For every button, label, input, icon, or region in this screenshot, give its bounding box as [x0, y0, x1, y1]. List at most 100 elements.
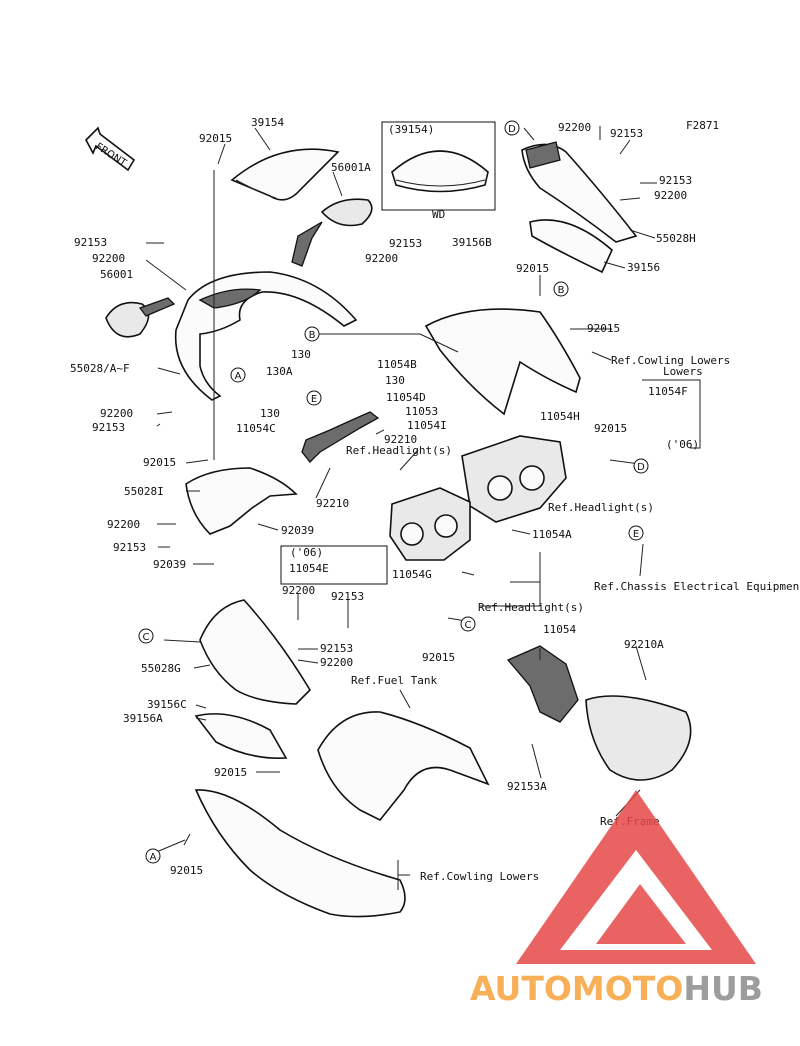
part-label: 55028/A~F	[70, 362, 130, 375]
callout-letters: A B B C C D D E E A A	[143, 124, 646, 863]
windshield-inset: (39154) WD	[381, 121, 496, 221]
lower-side-cowl-part	[194, 789, 406, 918]
part-label: 92200	[654, 189, 687, 202]
callout-circle	[553, 281, 569, 297]
ref-label-cont: Lowers	[663, 365, 703, 378]
mirror-right-part	[291, 198, 373, 267]
callout-circle	[628, 525, 644, 541]
inner-cover-part	[424, 308, 581, 416]
part-label: 92039	[153, 558, 186, 571]
year-06-box	[280, 545, 388, 585]
part-label: 92015	[587, 322, 620, 335]
ref-label: Ref.Headlight(s)	[478, 601, 584, 614]
part-label: 56001	[100, 268, 133, 281]
part-label: ('06)	[290, 546, 323, 559]
part-label: 11054G	[392, 568, 432, 581]
part-label: 92153	[320, 642, 353, 655]
callout-letter: C	[143, 632, 150, 643]
part-label: 39154	[251, 116, 284, 129]
part-label: 92153	[113, 541, 146, 554]
part-label: 92015	[143, 456, 176, 469]
part-label: 11054	[543, 623, 576, 636]
figure-code: F2871	[686, 119, 719, 132]
part-label: 11054F	[648, 385, 688, 398]
part-label: 92153	[610, 127, 643, 140]
part-label: 39156B	[452, 236, 492, 249]
lower-inner-cover-part	[194, 713, 288, 759]
callout-circle	[145, 848, 161, 864]
part-label: 11054C	[236, 422, 276, 435]
ref-label: Ref.Cowling Lowers	[420, 870, 539, 883]
ref-label: Ref.Headlight(s)	[346, 444, 452, 457]
part-label: 92153	[389, 237, 422, 250]
part-label: 92015	[422, 651, 455, 664]
callout-letter: B	[309, 330, 316, 341]
part-label: 11054B	[377, 358, 417, 371]
part-label: 11054H	[540, 410, 580, 423]
callout-letter: D	[508, 124, 516, 135]
ref-label: Ref.Chassis Electrical Equipment	[594, 580, 800, 593]
part-label: 11054D	[386, 391, 426, 404]
part-label: 92200	[365, 252, 398, 265]
part-label: 92153	[331, 590, 364, 603]
part-label: 55028I	[124, 485, 164, 498]
part-label: 92153A	[507, 780, 547, 793]
part-label: ('06)	[666, 438, 699, 451]
part-label: 92210A	[624, 638, 664, 651]
part-label: 92039	[281, 524, 314, 537]
part-label: 130	[291, 348, 311, 361]
callout-letter: E	[311, 394, 317, 405]
callout-circle	[460, 616, 476, 632]
callout-letter: A	[235, 371, 242, 382]
part-label: 55028G	[141, 662, 181, 675]
callout-circle	[304, 326, 320, 342]
part-label: 11053	[405, 405, 438, 418]
variant-11054F-box	[642, 379, 701, 449]
part-label: 92200	[107, 518, 140, 531]
part-label: 92200	[282, 584, 315, 597]
callout-circle	[138, 628, 154, 644]
part-number-labels: F2871 92015 39154 56001A 92153 92200 560…	[70, 116, 719, 877]
part-label: 11054I	[407, 419, 447, 432]
part-label: 92015	[516, 262, 549, 275]
part-label: 92153	[659, 174, 692, 187]
headlight-left-part	[389, 487, 471, 561]
part-label: 130A	[266, 365, 293, 378]
stay-bracket-part	[301, 411, 380, 463]
windshield-part	[230, 148, 340, 201]
callout-letter: B	[558, 285, 565, 296]
part-label: 55028H	[656, 232, 696, 245]
callout-circle	[306, 390, 322, 406]
upper-cowl-part	[174, 271, 358, 401]
callout-letter: C	[465, 620, 472, 631]
part-label: 11054A	[532, 528, 572, 541]
callout-circles	[138, 120, 649, 864]
ref-label: Ref.Fuel Tank	[351, 674, 437, 687]
part-label: 130	[260, 407, 280, 420]
part-label: 92153	[74, 236, 107, 249]
callout-letter: A	[150, 852, 157, 863]
callout-circle	[504, 120, 520, 136]
part-label: 92153	[92, 421, 125, 434]
part-label: 92200	[100, 407, 133, 420]
part-label: 92200	[92, 252, 125, 265]
part-label: 39156	[627, 261, 660, 274]
mirror-left-part	[105, 297, 176, 338]
part-label: 39156C	[147, 698, 187, 711]
part-label: 11054E	[289, 562, 329, 575]
part-label: 92200	[558, 121, 591, 134]
callout-letter: D	[637, 462, 645, 473]
fuel-tank-cover-part	[317, 711, 490, 822]
inner-panel-part	[185, 467, 298, 535]
part-label: 39156A	[123, 712, 163, 725]
inset-variant-label: WD	[432, 208, 445, 221]
watermark-logo: AUTOMOTOHUB	[470, 790, 763, 1008]
inset-part-number: (39154)	[388, 123, 434, 136]
callout-circle	[633, 458, 649, 474]
part-label: 92210	[316, 497, 349, 510]
front-arrow-icon: FRONT	[85, 126, 136, 172]
part-label: 56001A	[331, 161, 371, 174]
callout-circle	[230, 367, 246, 383]
